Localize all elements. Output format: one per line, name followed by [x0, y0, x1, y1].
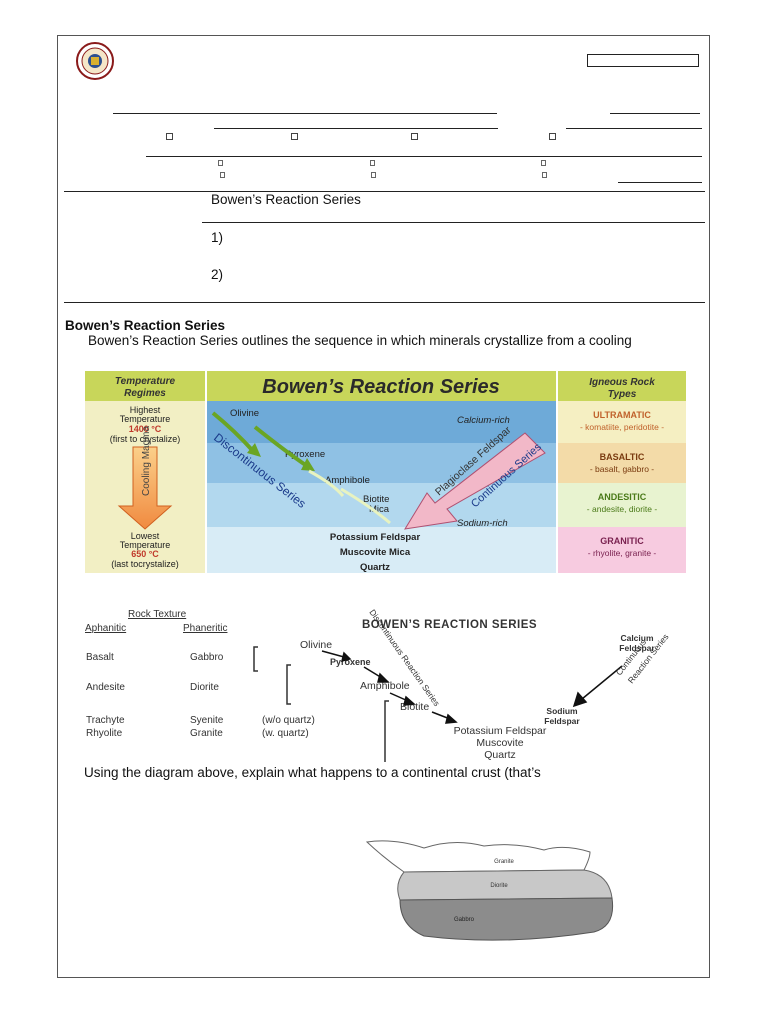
rock-type-examples: - rhyolite, granite - [588, 548, 657, 558]
lesson-intro: Bowen’s Reaction Series outlines the seq… [88, 333, 632, 348]
low-temp-1: Lowest [131, 531, 160, 541]
objective-2: 2) [211, 267, 224, 282]
diagram2-title: BOWEN’S REACTION SERIES [362, 619, 537, 631]
mineral-amphibole: Amphibole [325, 475, 370, 486]
low-temp-2: Temperature [120, 540, 171, 550]
blank-line [610, 113, 700, 114]
checkbox[interactable] [291, 133, 298, 140]
quartz-note: (w/o quartz) [262, 715, 315, 726]
rock-type-name: GRANITIC [600, 536, 644, 546]
phaneritic-rock: Diorite [190, 682, 219, 693]
high-temp-2: Temperature [120, 414, 171, 424]
divider [202, 222, 705, 223]
school-seal-logo [76, 42, 114, 80]
left-header-1: Temperature [115, 376, 176, 387]
rock-type-cell [558, 483, 686, 527]
header-box [587, 54, 699, 67]
mineral-quartz: Quartz [360, 562, 390, 573]
mineral-muscovite: Muscovite Mica [340, 547, 411, 558]
d2-amphibole: Amphibole [360, 680, 410, 692]
right-header-2: Types [608, 389, 637, 400]
checkbox[interactable] [549, 133, 556, 140]
checkbox[interactable] [371, 172, 376, 178]
divider [64, 302, 705, 303]
low-temp-value: 650 °C [131, 549, 159, 559]
aphanitic-rock: Andesite [86, 682, 125, 693]
worksheet-page [57, 35, 710, 978]
left-header-2: Regimes [124, 388, 166, 399]
high-temp-1: Highest [130, 405, 161, 415]
question-text: Using the diagram above, explain what ha… [84, 765, 541, 780]
right-header-1: Igneous Rock [589, 377, 655, 388]
rock-type-cell [558, 527, 686, 573]
bowen-reaction-diagram: Temperature Regimes Highest Temperature … [85, 371, 686, 573]
checkbox[interactable] [220, 172, 225, 178]
mineral-potassium-feldspar: Potassium Feldspar [330, 532, 421, 543]
checkbox[interactable] [541, 160, 546, 166]
aphanitic-rock: Rhyolite [86, 728, 123, 739]
aphanitic-rock: Basalt [86, 652, 114, 663]
d2-pyroxene: Pyroxene [330, 657, 371, 667]
phaneritic-rock: Granite [190, 728, 223, 739]
phaneritic-rock: Gabbro [190, 652, 224, 663]
granite-layer-label: Granite [494, 859, 514, 865]
topic-title: Bowen’s Reaction Series [211, 192, 361, 207]
high-temp-value: 1400 °C [129, 424, 162, 434]
blank-line [146, 156, 702, 157]
d2-quartz: Quartz [484, 749, 516, 761]
rock-texture-title: Rock Texture [128, 609, 187, 620]
rock-type-examples: - andesite, diorite - [587, 504, 658, 514]
high-temp-note: (first to crystalize) [110, 434, 181, 444]
diorite-layer-label: Diorite [490, 883, 508, 889]
lesson-heading: Bowen’s Reaction Series [65, 318, 226, 333]
cooling-magma-label: Cooling Magma [141, 426, 152, 496]
gabbro-layer-label: Gabbro [454, 917, 475, 923]
aphanitic-header: Aphanitic [85, 623, 126, 634]
calcium-rich-label: Calcium-rich [457, 415, 510, 426]
mineral-olivine: Olivine [230, 408, 259, 419]
divider [64, 191, 705, 192]
rock-type-name: BASALTIC [600, 452, 645, 462]
d2-calcium-feldspar: Feldspar [619, 643, 655, 653]
aphanitic-rock: Trachyte [86, 715, 125, 726]
phaneritic-header: Phaneritic [183, 623, 227, 634]
rock-texture-diagram: Rock Texture Aphanitic Phaneritic Basalt… [85, 607, 671, 762]
mineral-biotite: Biotite [363, 494, 389, 505]
continental-crust-diagram: Granite Diorite Gabbro [365, 840, 614, 941]
objective-1: 1) [211, 230, 224, 245]
rock-type-examples: - komatiite, peridotite - [580, 422, 664, 432]
blank-line [214, 128, 498, 129]
d2-olivine: Olivine [300, 639, 332, 651]
blank-line [566, 128, 702, 129]
d2-sodium-feldspar: Feldspar [544, 716, 580, 726]
d2-sodium: Sodium [546, 706, 578, 716]
mineral-mica: Mica [369, 504, 390, 515]
phaneritic-rock: Syenite [190, 715, 224, 726]
checkbox[interactable] [166, 133, 173, 140]
blank-line [618, 182, 702, 183]
rock-types-column: ULTRAMATIC - komatiite, peridotite - BASAL… [558, 401, 686, 573]
checkbox[interactable] [542, 172, 547, 178]
checkbox[interactable] [218, 160, 223, 166]
rock-type-examples: - basalt, gabbro - [590, 464, 654, 474]
d2-muscovite: Muscovite [476, 737, 523, 749]
sodium-rich-label: Sodium-rich [457, 518, 508, 529]
rock-type-name: ULTRAMATIC [593, 410, 651, 420]
d2-calcium: Calcium [620, 633, 654, 643]
low-temp-note: (last tocrystalize) [111, 559, 179, 569]
mineral-pyroxene: Pyroxene [285, 449, 325, 460]
rock-type-cell [558, 443, 686, 483]
checkbox[interactable] [370, 160, 375, 166]
diagram-title: Bowen’s Reaction Series [262, 376, 500, 398]
quartz-note: (w. quartz) [262, 728, 309, 739]
d2-potassium-feldspar: Potassium Feldspar [454, 725, 547, 737]
checkbox[interactable] [411, 133, 418, 140]
blank-line [113, 113, 497, 114]
rock-type-name: ANDESITIC [598, 492, 647, 502]
rock-type-cell [558, 401, 686, 443]
